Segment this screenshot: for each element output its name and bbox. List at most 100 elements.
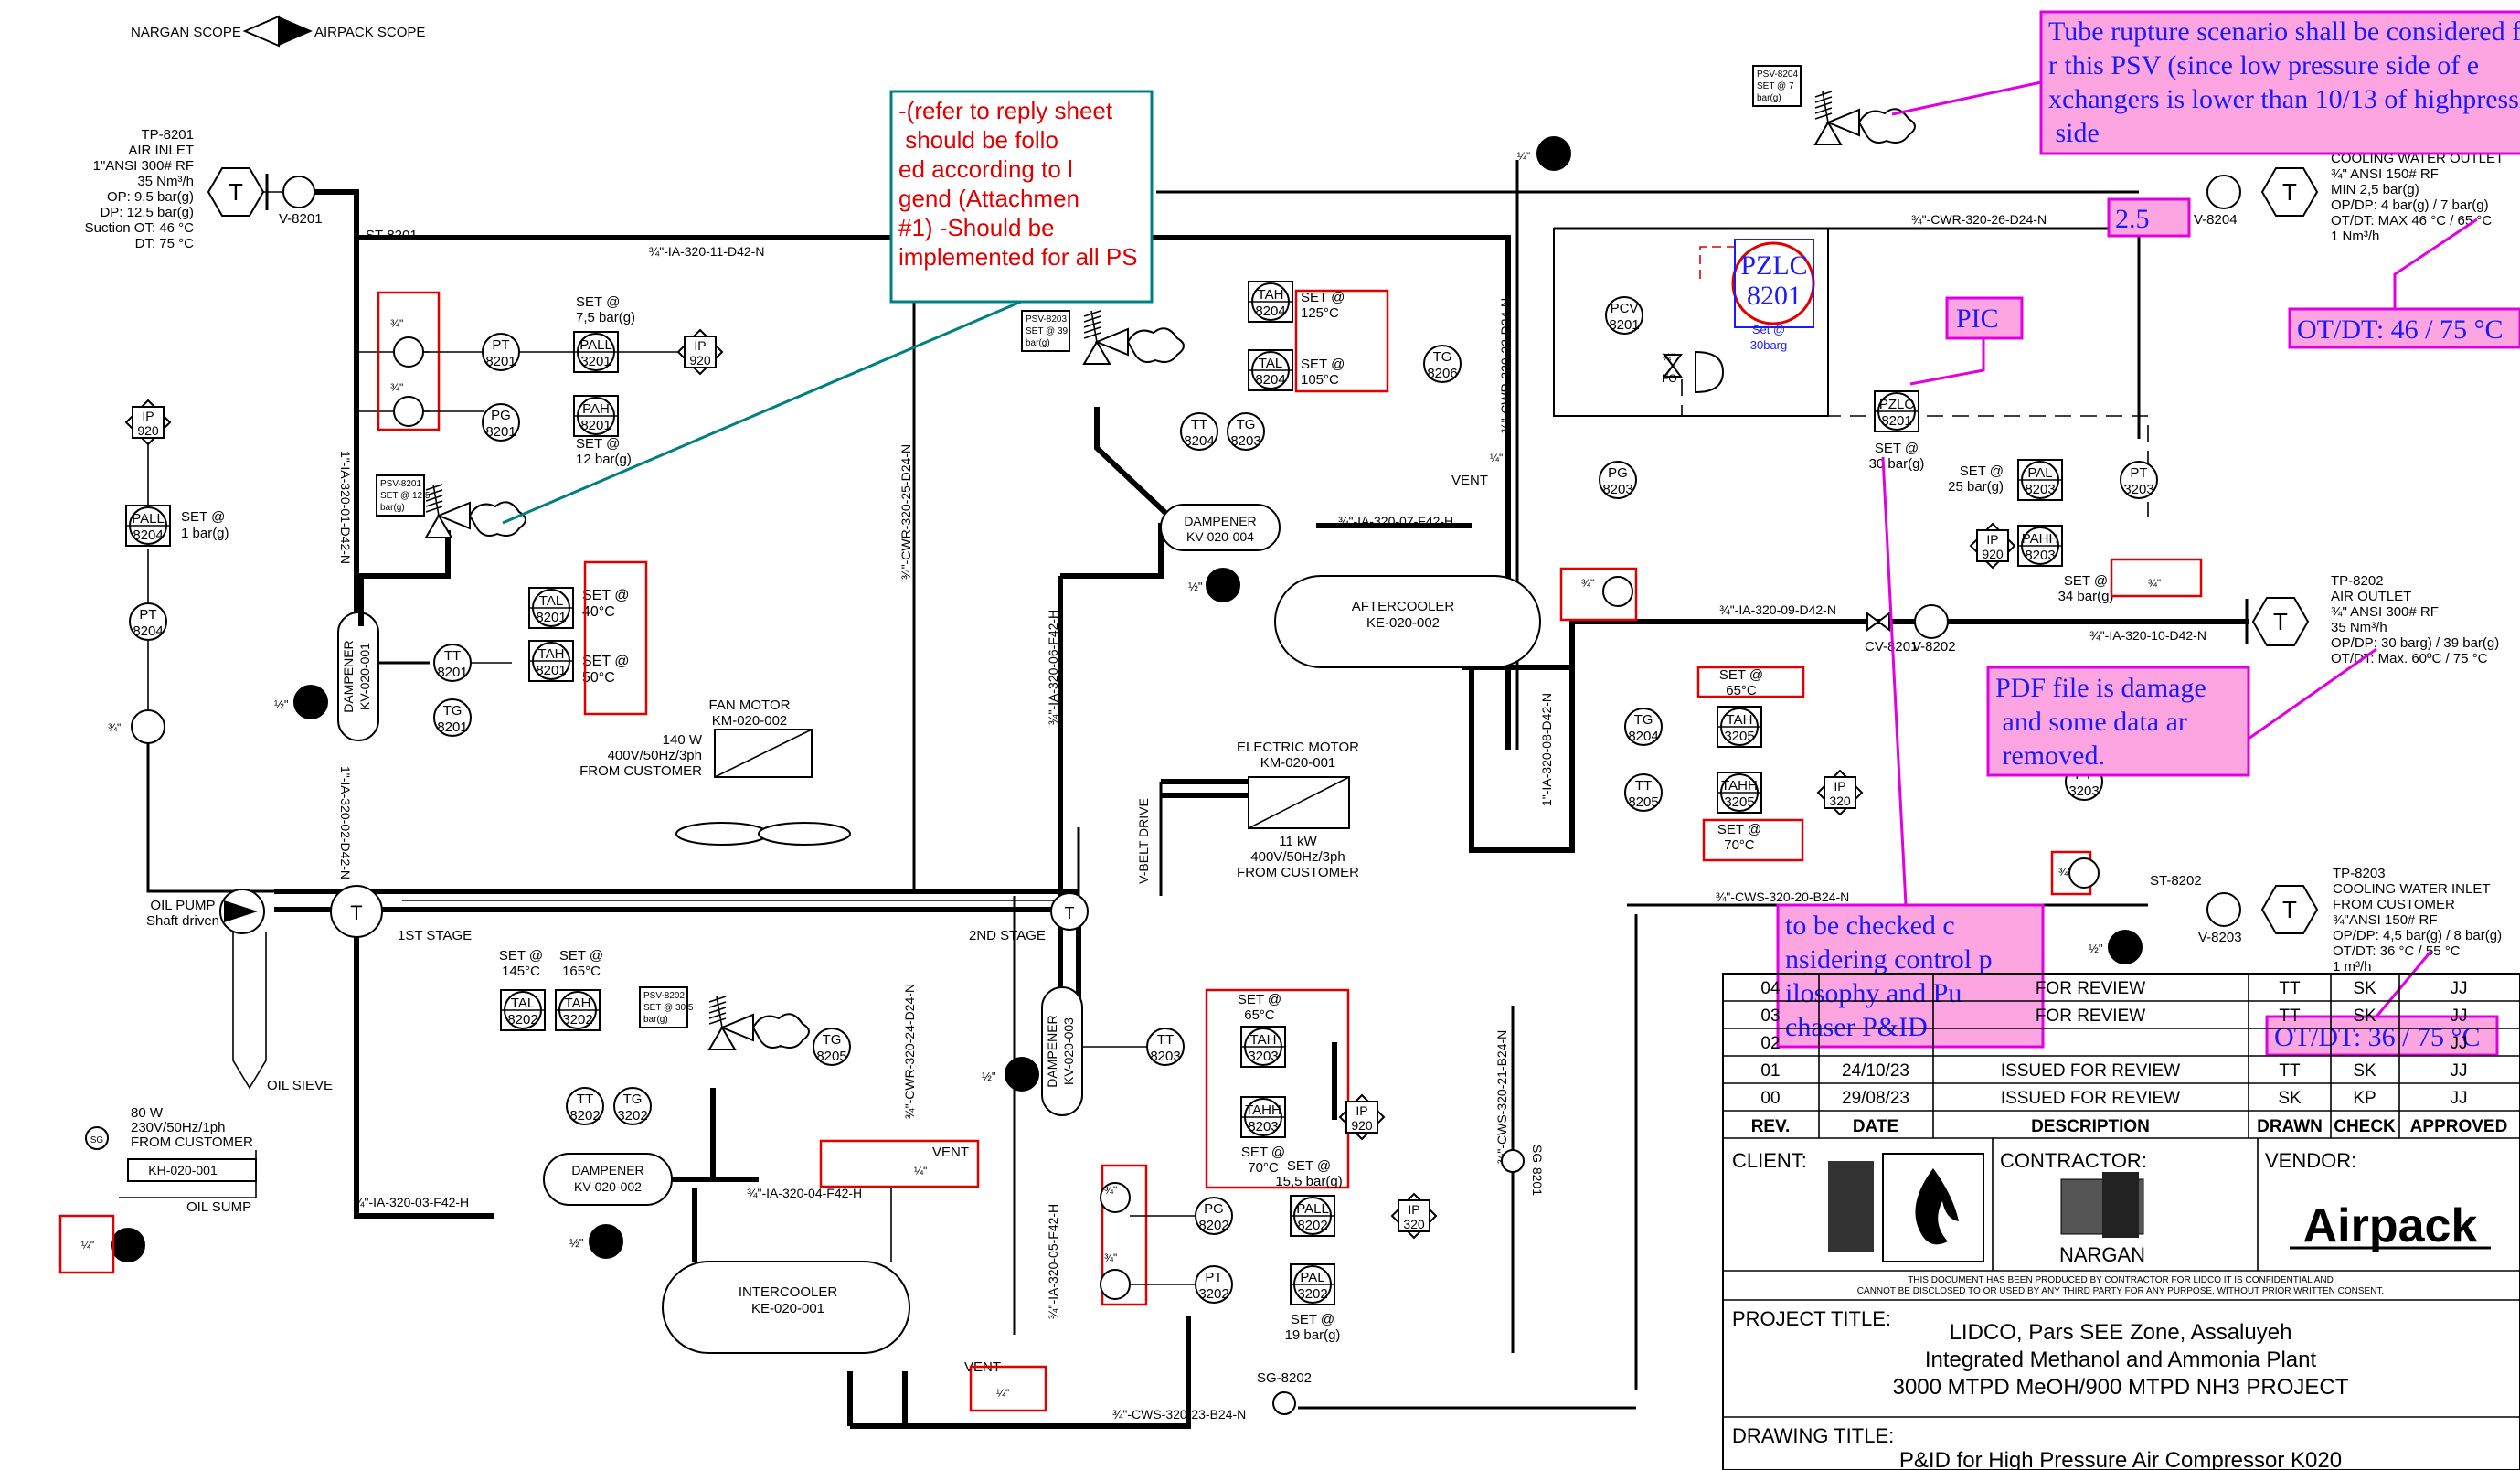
label: ¾" ANSI 150# RF — [2331, 166, 2439, 182]
label: 70°C — [1724, 837, 1755, 853]
pipe-line — [2393, 218, 2478, 309]
label: DRAWN — [2257, 1117, 2323, 1136]
label: 1"-IA-320-08-D42-N — [1539, 693, 1554, 806]
pipe-line — [672, 1088, 716, 1182]
rev-cell: 03 — [1760, 1007, 1780, 1026]
label: SET @ — [582, 588, 630, 603]
instrument-tag: PCV — [1611, 301, 1639, 316]
instrument-number: 8204 — [1628, 729, 1658, 744]
instrument-tag: PALL — [579, 337, 612, 353]
line-number-tag: ¾"-IA-320-07-F42-H — [1338, 514, 1453, 528]
psv-tag-box — [376, 474, 425, 517]
label: THIS DOCUMENT HAS BEEN PRODUCED BY CONTR… — [1908, 1275, 2334, 1285]
tie-point-hexagon: T — [2260, 167, 2319, 217]
instrument-number: 8205 — [1628, 794, 1658, 810]
label: ¾"ANSI 150# RF — [2333, 912, 2438, 928]
pipe-line — [708, 1012, 727, 1019]
label: 2ND STAGE — [969, 928, 1046, 943]
review-highlight — [58, 1214, 115, 1274]
pipe-line — [354, 914, 494, 1219]
valve-body — [1866, 612, 1890, 632]
instrument-number: 8204 — [133, 623, 163, 639]
label: ¾" — [1581, 577, 1594, 590]
label: REV. — [1751, 1117, 1791, 1136]
label: ¾" — [390, 317, 403, 330]
label: AFTERCOOLER — [1352, 599, 1455, 614]
label: KH-020-001 — [148, 1163, 218, 1177]
label: SET @ — [1291, 1312, 1334, 1327]
review-highlight — [1101, 1164, 1148, 1306]
sight-glass — [1501, 1149, 1525, 1173]
comment-box — [1776, 903, 2045, 1049]
label: KM-020-002 — [712, 713, 788, 729]
date-cell: 29/08/23 — [1842, 1089, 1909, 1108]
label: PZLC — [1740, 250, 1807, 281]
label: SET @ — [576, 436, 620, 452]
review-highlight — [1696, 666, 1805, 698]
drawn-cell: TT — [2279, 979, 2301, 998]
line-number-tag: ¾"-IA-320-05-F42-H — [1046, 1204, 1060, 1319]
label: 320 — [1829, 794, 1851, 808]
instrument-number: 8204 — [1255, 304, 1285, 319]
instrument-tag: TG — [623, 1092, 643, 1107]
instrument-circle — [1227, 412, 1265, 451]
line-number-tag: ¾"-IA-320-03-F42-H — [354, 1195, 469, 1209]
pipe-line — [1090, 310, 1098, 343]
instrument-number: 3203 — [2123, 482, 2153, 497]
instrument-circle — [1599, 461, 1637, 499]
valve-body — [1663, 354, 1683, 378]
instrument-tag: PT — [139, 607, 156, 623]
label: SET @ — [2064, 573, 2108, 589]
hexagon — [207, 167, 265, 217]
label: 30barg — [1750, 338, 1787, 352]
instrument-number: 8202 — [1198, 1218, 1228, 1233]
label: ½" — [569, 1236, 584, 1250]
comment-text: Tube rupture scenario shall be considere… — [2048, 16, 2520, 148]
label: CONTRACTOR: — [2000, 1149, 2147, 1172]
tp8201-note: 1"ANSI 300# RF — [93, 158, 194, 174]
instrument-number: 8202 — [507, 1012, 537, 1028]
label: 1"-IA-320-01-D42-N — [338, 451, 353, 564]
pipe-line — [1083, 310, 1101, 317]
valve — [1663, 354, 1683, 378]
label: COOLING WATER INLET — [2333, 881, 2491, 897]
instrument-number: 8203 — [1230, 433, 1260, 449]
label: OIL SUMP — [186, 1199, 251, 1215]
instrument-number: 8203 — [1150, 1049, 1180, 1064]
rev-cell: 01 — [1760, 1061, 1780, 1081]
label: IP — [694, 338, 706, 353]
pipe-line — [1881, 456, 1908, 906]
instrument-circle — [433, 698, 472, 737]
instrument-number: 3202 — [562, 1012, 592, 1028]
label: DAMPENER — [1045, 1015, 1059, 1087]
vent-cloud — [751, 1013, 810, 1049]
pipe-line — [850, 1316, 1191, 1429]
signal-line-red — [1699, 246, 1737, 279]
instrument-tag: TT — [444, 648, 461, 664]
check-cell: KP — [2353, 1089, 2376, 1108]
pipe-line — [425, 506, 443, 513]
comment-box — [2288, 307, 2520, 349]
pipe-line — [146, 743, 274, 893]
label: ¾" — [2148, 577, 2161, 590]
label: 1 bar(g) — [181, 526, 229, 541]
review-highlight — [583, 560, 648, 716]
label: OIL PUMP — [150, 898, 215, 913]
nargan-scope-label: NARGAN SCOPE — [131, 25, 241, 40]
instrument-circle — [2120, 461, 2158, 499]
vent-cloud — [1857, 108, 1916, 144]
label: SET @ — [1301, 357, 1345, 372]
label: P&ID for High Pressure Air Compressor K0… — [1899, 1448, 2342, 1470]
